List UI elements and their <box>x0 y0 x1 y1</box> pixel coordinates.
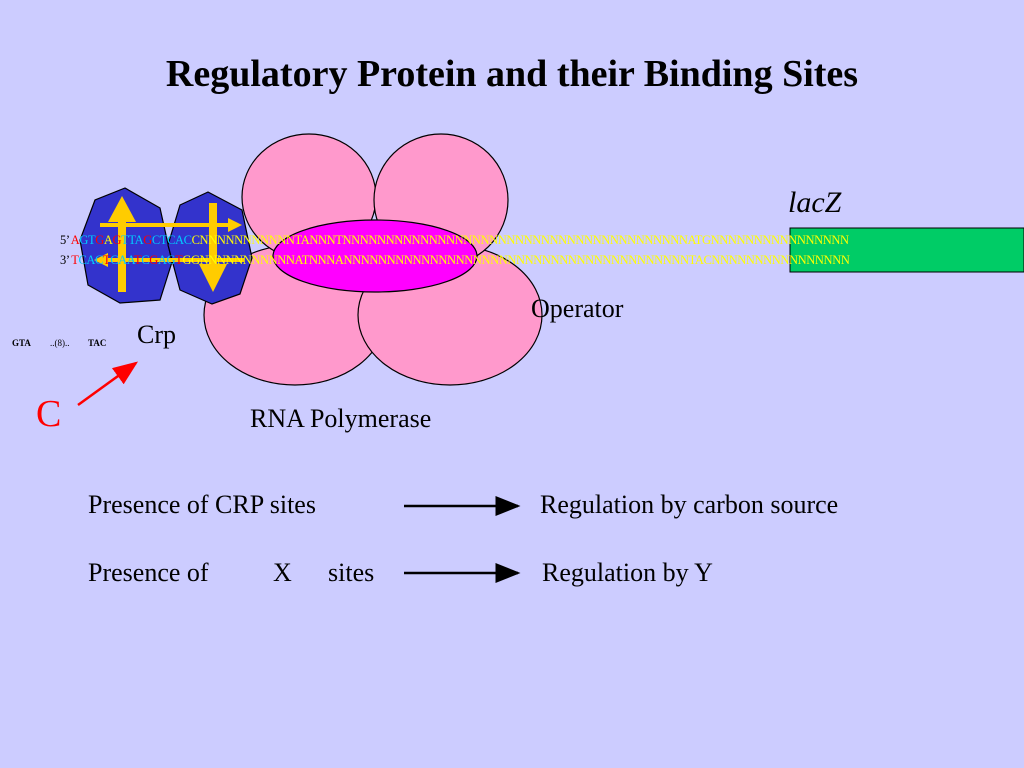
strand3-segment: T <box>134 253 142 267</box>
strand5-segment: A <box>103 233 113 247</box>
strand5-segment: ATGNNNNNNNNNNNNNNNN <box>687 233 850 247</box>
strand3-segment: G <box>149 253 158 267</box>
statement-1-result: Regulation by carbon source <box>540 490 839 519</box>
c-label: C <box>36 393 62 435</box>
strand5-segment: G <box>112 233 122 247</box>
strand3-segment: GNNNNNNNNNNNATNNNANNNNNNNNNNNNNNNNNNNNNN… <box>191 253 689 267</box>
strand3-segment: 3’ <box>60 253 72 267</box>
crp-site-gta: GTA <box>12 338 31 348</box>
strand5-segment: CAC <box>167 233 192 247</box>
crp-up-arrow-icon <box>108 196 136 292</box>
strand5-segment: CT <box>151 233 168 247</box>
strand3-segment: T <box>71 253 79 267</box>
strand3-segment: CAC <box>78 253 103 267</box>
strand3-segment: TACNNNNNNNNNNNNNNNN <box>688 253 850 267</box>
c-pointer-arrow <box>77 361 139 407</box>
strand5-segment: CNNNNNNNNNNNTANNNTNNNNNNNNNNNNNNNNNNNNNN… <box>191 233 688 247</box>
strand3-segment: AG <box>157 253 176 267</box>
strand3-segment: T <box>102 253 111 267</box>
statement-2-condition-prefix: Presence of <box>88 558 209 587</box>
slide-title: Regulatory Protein and their Binding Sit… <box>165 53 859 95</box>
statement-2-variable: X <box>273 558 292 587</box>
crp-site-tac: TAC <box>88 338 107 348</box>
lacz-gene-box <box>789 227 1024 273</box>
operator-label: Operator <box>531 294 624 323</box>
statement-2-result: Regulation by Y <box>542 558 713 587</box>
crp-dimer <box>79 187 253 305</box>
strand3-segment: T <box>175 253 183 267</box>
crp-left-arrow-bottom-icon <box>94 253 244 267</box>
strand5-segment: G <box>143 233 152 247</box>
crp-right-arrow-top-icon <box>100 218 242 232</box>
strand5-segment: 5’ <box>60 233 71 247</box>
strand5-segment: G <box>95 233 104 247</box>
crp-down-arrow-icon <box>199 203 227 292</box>
statement-2-condition-suffix: sites <box>328 558 375 587</box>
strand5-segment: TTA <box>121 233 144 247</box>
lacz-label: lacZ <box>788 186 842 219</box>
crp-label: Crp <box>137 320 176 349</box>
statement-1-condition: Presence of CRP sites <box>88 490 316 519</box>
strand3-segment: CAA <box>110 253 135 267</box>
dna-strand-3-prime: 3’ TCACTCAATCGAGTGGNNNNNNNNNNNATNNNANNNN… <box>60 253 850 268</box>
strand3-segment: G <box>182 253 191 267</box>
repressor-protein <box>272 219 478 293</box>
crp-site-spacer: ..(8).. <box>50 338 70 348</box>
rna-polymerase-label: RNA Polymerase <box>250 404 432 433</box>
dna-strand-5-prime: 5’ AGTGAGTTAGCTCACCNNNNNNNNNNNTANNNTNNNN… <box>60 233 849 248</box>
strand3-segment: C <box>141 253 150 267</box>
strand5-segment: A <box>70 233 80 247</box>
strand5-segment: GT <box>79 233 96 247</box>
